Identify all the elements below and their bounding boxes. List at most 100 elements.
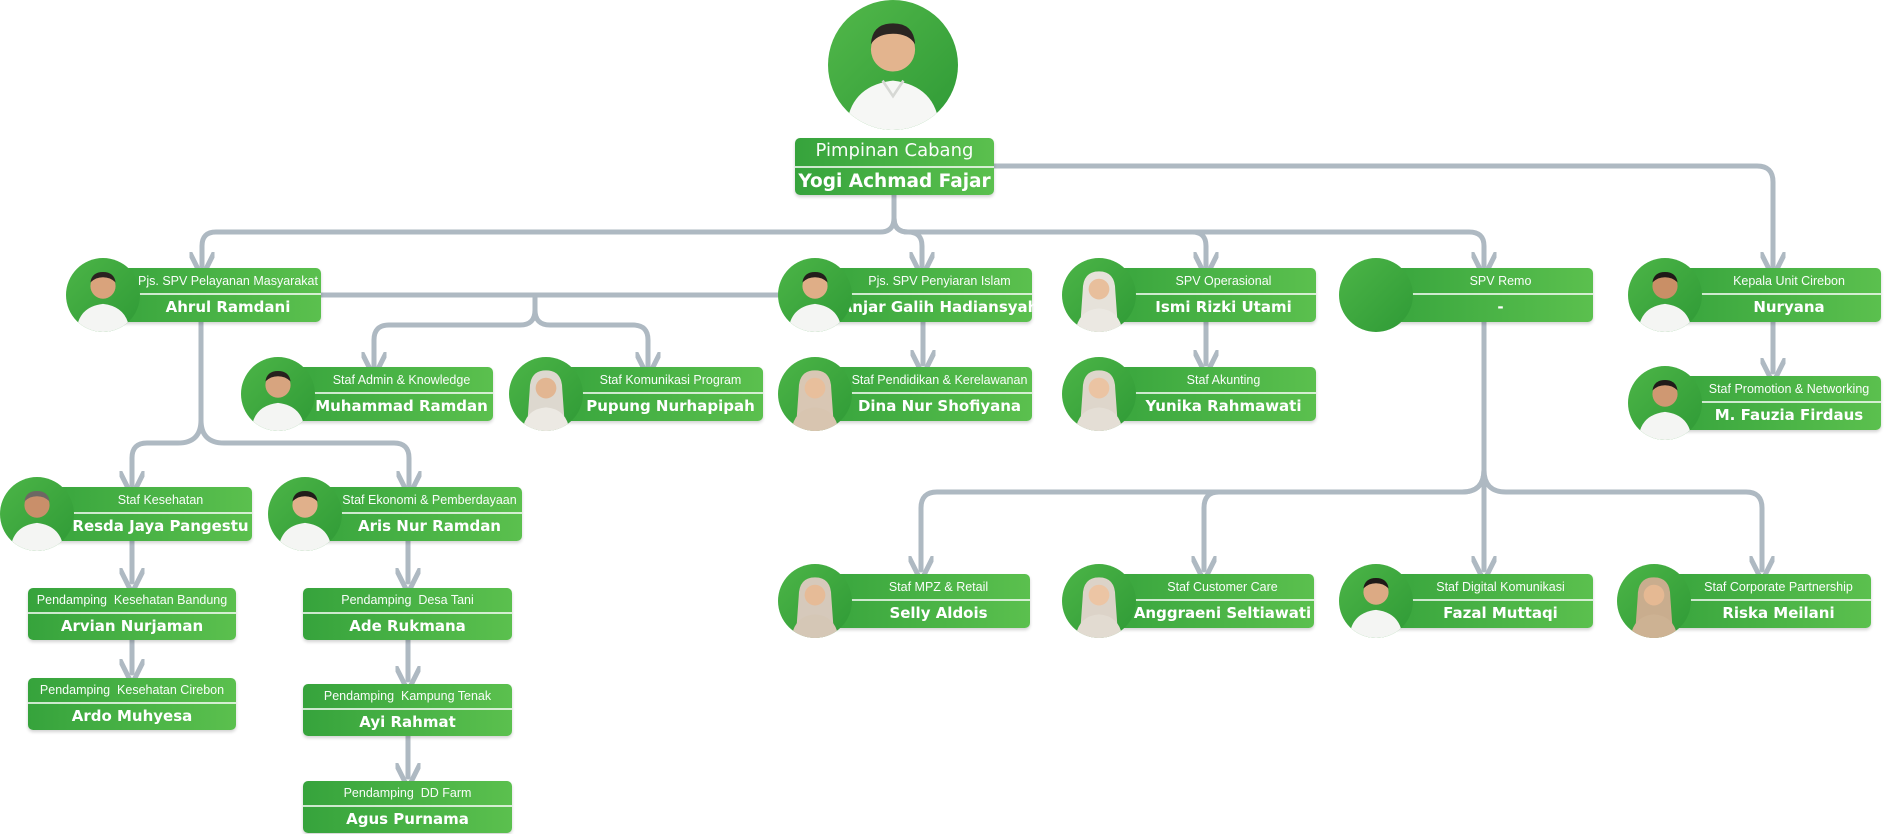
- card-divider: [310, 392, 493, 394]
- node-selly: Staf MPZ & Retail Selly Aldois: [778, 564, 1030, 638]
- name-label: Agus Purnama: [346, 809, 469, 828]
- role-label: SPV Remo: [1469, 274, 1532, 289]
- role-label: Staf Pendidikan & Kerelawanan: [851, 373, 1028, 388]
- role-label: Staf Komunikasi Program: [599, 373, 742, 388]
- card-pupung: Staf Komunikasi Program Pupung Nurhapipa…: [544, 367, 763, 421]
- node-ayi: Pendamping Kampung Tenak Ayi Rahmat: [303, 684, 512, 736]
- name-label: Pupung Nurhapipah: [586, 396, 755, 415]
- name-label: Selly Aldois: [889, 603, 988, 622]
- name-label: Anjar Galih Hadiansyah: [840, 297, 1039, 316]
- name-label: Anggraeni Seltiawati: [1133, 603, 1312, 622]
- node-pupung: Staf Komunikasi Program Pupung Nurhapipa…: [509, 357, 763, 431]
- node-mramdan: Staf Admin & Knowledge Muhammad Ramdan: [241, 357, 493, 431]
- avatar-riska: [1617, 564, 1691, 638]
- role-label: Staf Promotion & Networking: [1708, 382, 1870, 397]
- avatar-mramdan: [241, 357, 315, 431]
- role-label: Staf Akunting: [1186, 373, 1261, 388]
- avatar-nuryana: [1628, 258, 1702, 332]
- role-label: Pendamping Kesehatan Cirebon: [39, 683, 225, 698]
- card-ayi: Pendamping Kampung Tenak Ayi Rahmat: [303, 684, 512, 736]
- card-arvian: Pendamping Kesehatan Bandung Arvian Nurj…: [28, 588, 236, 640]
- card-riska: Staf Corporate Partnership Riska Meilani: [1652, 574, 1871, 628]
- node-ardo: Pendamping Kesehatan Cirebon Ardo Muhyes…: [28, 678, 236, 730]
- role-label: Staf Kesehatan: [117, 493, 204, 508]
- card-divider: [28, 612, 236, 614]
- avatar-dina: [778, 357, 852, 431]
- node-remo: SPV Remo -: [1339, 258, 1593, 332]
- name-label: Arvian Nurjaman: [60, 616, 204, 635]
- blank-avatar: [1339, 258, 1413, 332]
- card-divider: [1697, 401, 1881, 403]
- node-riska: Staf Corporate Partnership Riska Meilani: [1617, 564, 1871, 638]
- role-label: Pjs. SPV Pelayanan Masyarakat: [138, 274, 318, 289]
- card-ismi: SPV Operasional Ismi Rizki Utami: [1097, 268, 1316, 322]
- role-label: Staf Digital Komunikasi: [1436, 580, 1565, 595]
- avatar-aris: [268, 477, 342, 551]
- card-anjar: Pjs. SPV Penyiaran Islam Anjar Galih Had…: [813, 268, 1038, 322]
- avatar-ahrul: [66, 258, 140, 332]
- leader-card: Pimpinan Cabang Yogi Achmad Fajar: [795, 138, 994, 195]
- name-label: Muhammad Ramdan: [315, 396, 488, 415]
- name-label: Fazal Muttaqi: [1443, 603, 1558, 622]
- node-fazal: Staf Digital Komunikasi Fazal Muttaqi: [1339, 564, 1593, 638]
- leader-role: Pimpinan Cabang: [815, 140, 974, 162]
- name-label: Dina Nur Shofiyana: [857, 396, 1022, 415]
- card-divider: [1131, 293, 1316, 295]
- node-yunika: Staf Akunting Yunika Rahmawati: [1062, 357, 1316, 431]
- role-label: Pendamping Kesehatan Bandung: [36, 593, 228, 608]
- name-label: M. Fauzia Firdaus: [1714, 405, 1864, 424]
- role-label: Pendamping Kampung Tenak: [323, 689, 492, 704]
- avatar-fazal: [1339, 564, 1413, 638]
- leader-name: Yogi Achmad Fajar: [798, 170, 991, 192]
- role-label: Staf Corporate Partnership: [1704, 580, 1853, 595]
- card-divider: [1131, 392, 1316, 394]
- node-agus: Pendamping DD Farm Agus Purnama: [303, 781, 512, 833]
- name-label: Ayi Rahmat: [359, 712, 456, 731]
- card-divider: [303, 805, 512, 807]
- name-label: Ismi Rizki Utami: [1155, 297, 1292, 316]
- card-divider: [69, 512, 252, 514]
- card-divider: [1131, 599, 1314, 601]
- leader-node: Pimpinan Cabang Yogi Achmad Fajar: [795, 138, 994, 195]
- avatar-anjar: [778, 258, 852, 332]
- node-arvian: Pendamping Kesehatan Bandung Arvian Nurj…: [28, 588, 236, 640]
- role-label: Staf Admin & Knowledge: [332, 373, 471, 388]
- card-divider: [847, 293, 1032, 295]
- card-divider: [1408, 599, 1593, 601]
- node-ade: Pendamping Desa Tani Ade Rukmana: [303, 588, 512, 640]
- name-label: Ardo Muhyesa: [71, 706, 193, 725]
- role-label: Pjs. SPV Penyiaran Islam: [868, 274, 1011, 289]
- name-label: -: [1497, 297, 1504, 316]
- card-selly: Staf MPZ & Retail Selly Aldois: [813, 574, 1030, 628]
- card-divider: [337, 512, 522, 514]
- card-anggraeni: Staf Customer Care Anggraeni Seltiawati: [1097, 574, 1314, 628]
- node-ahrul: Pjs. SPV Pelayanan Masyarakat Ahrul Ramd…: [66, 258, 321, 332]
- name-label: Nuryana: [1753, 297, 1825, 316]
- card-divider: [303, 612, 512, 614]
- avatar-resda: [0, 477, 74, 551]
- role-label: Staf Customer Care: [1167, 580, 1278, 595]
- node-resda: Staf Kesehatan Resda Jaya Pangestu: [0, 477, 252, 551]
- card-divider: [847, 392, 1032, 394]
- card-divider: [28, 702, 236, 704]
- role-label: Staf Ekonomi & Pemberdayaan: [342, 493, 517, 508]
- card-divider: [1686, 599, 1871, 601]
- node-aris: Staf Ekonomi & Pemberdayaan Aris Nur Ram…: [268, 477, 522, 551]
- card-divider: [1697, 293, 1881, 295]
- name-label: Ade Rukmana: [349, 616, 466, 635]
- node-nuryana: Kepala Unit Cirebon Nuryana: [1628, 258, 1881, 332]
- card-agus: Pendamping DD Farm Agus Purnama: [303, 781, 512, 833]
- avatar-ismi: [1062, 258, 1136, 332]
- card-ade: Pendamping Desa Tani Ade Rukmana: [303, 588, 512, 640]
- role-label: SPV Operasional: [1175, 274, 1272, 289]
- name-label: Aris Nur Ramdan: [358, 516, 501, 535]
- role-label: Kepala Unit Cirebon: [1733, 274, 1845, 289]
- node-fauzia: Staf Promotion & Networking M. Fauzia Fi…: [1628, 366, 1881, 440]
- role-label: Pendamping DD Farm: [343, 786, 472, 801]
- role-label: Staf MPZ & Retail: [888, 580, 989, 595]
- node-anggraeni: Staf Customer Care Anggraeni Seltiawati: [1062, 564, 1314, 638]
- avatar-yunika: [1062, 357, 1136, 431]
- card-divider: [847, 599, 1030, 601]
- card-divider: [303, 708, 512, 710]
